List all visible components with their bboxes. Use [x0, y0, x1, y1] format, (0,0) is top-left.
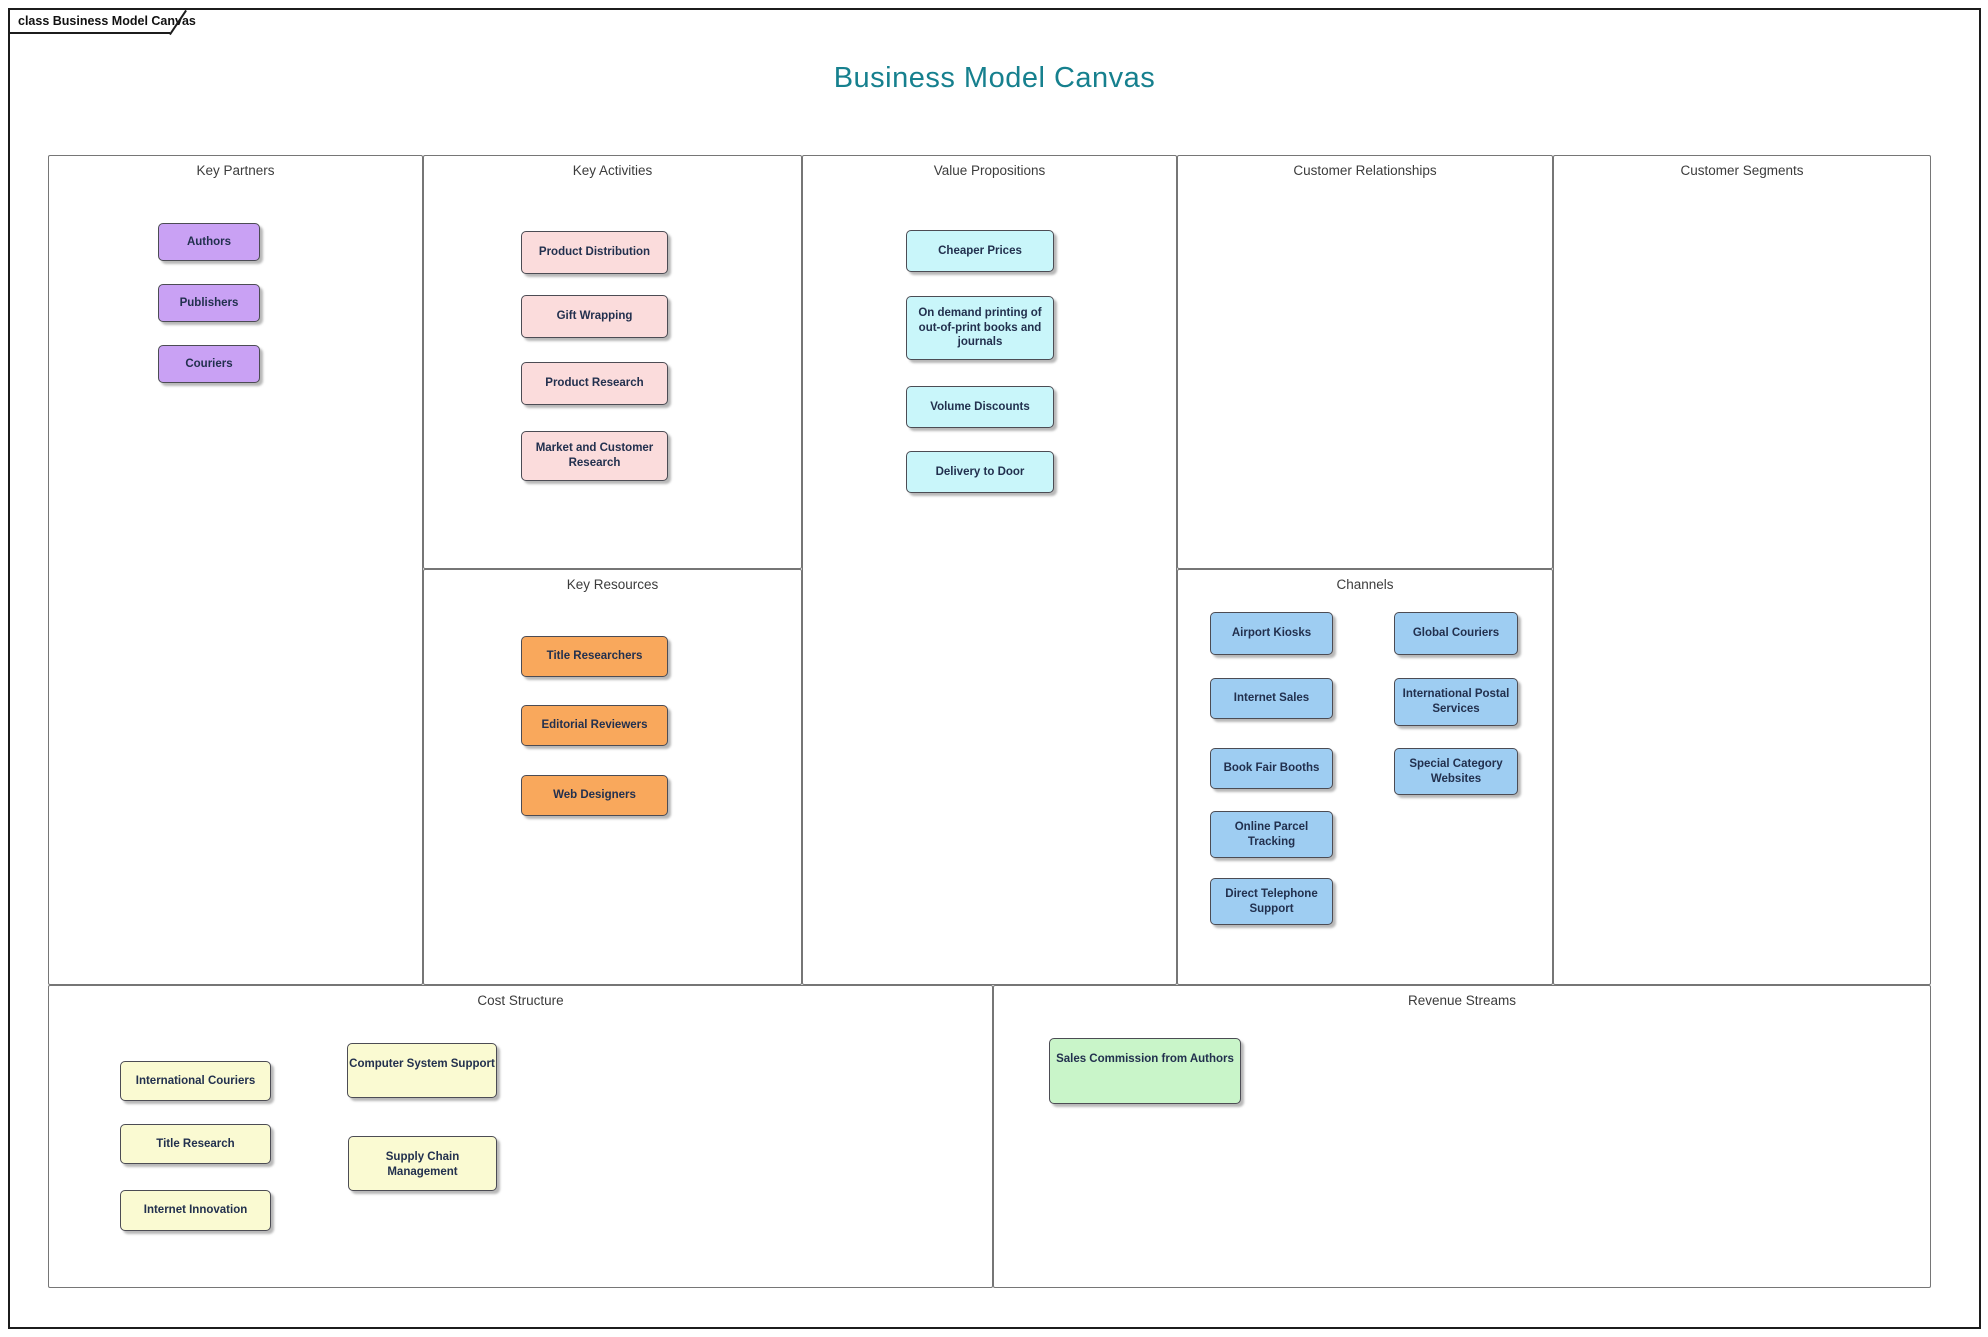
section-customer-segments-title: Customer Segments [1680, 163, 1804, 178]
node-computer-system-support[interactable]: Computer System Support [347, 1043, 497, 1098]
node-market-and-customer-research[interactable]: Market and Customer Research [521, 431, 668, 481]
section-customer-segments[interactable]: Customer Segments [1553, 155, 1931, 985]
node-editorial-reviewers[interactable]: Editorial Reviewers [521, 705, 668, 746]
node-web-designers[interactable]: Web Designers [521, 775, 668, 816]
section-key-resources[interactable]: Key Resources Title Researchers Editoria… [423, 569, 802, 985]
node-title-research[interactable]: Title Research [120, 1124, 271, 1164]
section-key-activities[interactable]: Key Activities Product Distribution Gift… [423, 155, 802, 569]
node-gift-wrapping[interactable]: Gift Wrapping [521, 295, 668, 338]
node-airport-kiosks[interactable]: Airport Kiosks [1210, 612, 1333, 655]
diagram-frame-tab: class Business Model Canvas [10, 10, 196, 34]
section-cost-structure[interactable]: Cost Structure International Couriers Ti… [48, 985, 993, 1288]
node-on-demand-printing[interactable]: On demand printing of out-of-print books… [906, 296, 1054, 360]
node-cheaper-prices[interactable]: Cheaper Prices [906, 230, 1054, 272]
section-key-resources-title: Key Resources [566, 577, 659, 592]
node-publishers[interactable]: Publishers [158, 284, 260, 322]
node-volume-discounts[interactable]: Volume Discounts [906, 386, 1054, 428]
node-couriers[interactable]: Couriers [158, 345, 260, 383]
diagram-title: Business Model Canvas [833, 62, 1156, 94]
node-internet-sales[interactable]: Internet Sales [1210, 678, 1333, 719]
node-global-couriers[interactable]: Global Couriers [1394, 612, 1518, 655]
node-online-parcel-tracking[interactable]: Online Parcel Tracking [1210, 811, 1333, 858]
section-key-activities-title: Key Activities [572, 163, 653, 178]
section-key-partners-title: Key Partners [196, 163, 275, 178]
node-authors[interactable]: Authors [158, 223, 260, 261]
node-book-fair-booths[interactable]: Book Fair Booths [1210, 748, 1333, 789]
node-product-distribution[interactable]: Product Distribution [521, 231, 668, 274]
node-internet-innovation[interactable]: Internet Innovation [120, 1190, 271, 1231]
node-product-research[interactable]: Product Research [521, 362, 668, 405]
node-special-category-websites[interactable]: Special Category Websites [1394, 748, 1518, 795]
section-channels-title: Channels [1336, 577, 1394, 592]
section-revenue-streams-title: Revenue Streams [1407, 993, 1517, 1008]
section-customer-relationships-title: Customer Relationships [1293, 163, 1437, 178]
section-revenue-streams[interactable]: Revenue Streams Sales Commission from Au… [993, 985, 1931, 1288]
section-value-propositions-title: Value Propositions [933, 163, 1046, 178]
node-supply-chain-management[interactable]: Supply Chain Management [348, 1136, 497, 1191]
node-international-postal-services[interactable]: International Postal Services [1394, 678, 1518, 726]
section-value-propositions[interactable]: Value Propositions Cheaper Prices On dem… [802, 155, 1177, 985]
node-delivery-to-door[interactable]: Delivery to Door [906, 451, 1054, 493]
section-channels[interactable]: Channels Airport Kiosks Internet Sales B… [1177, 569, 1553, 985]
node-direct-telephone-support[interactable]: Direct Telephone Support [1210, 878, 1333, 925]
section-cost-structure-title: Cost Structure [477, 993, 564, 1008]
node-sales-commission-from-authors[interactable]: Sales Commission from Authors [1049, 1038, 1241, 1104]
section-key-partners[interactable]: Key Partners Authors Publishers Couriers [48, 155, 423, 985]
node-title-researchers[interactable]: Title Researchers [521, 636, 668, 677]
node-international-couriers[interactable]: International Couriers [120, 1061, 271, 1101]
section-customer-relationships[interactable]: Customer Relationships [1177, 155, 1553, 569]
